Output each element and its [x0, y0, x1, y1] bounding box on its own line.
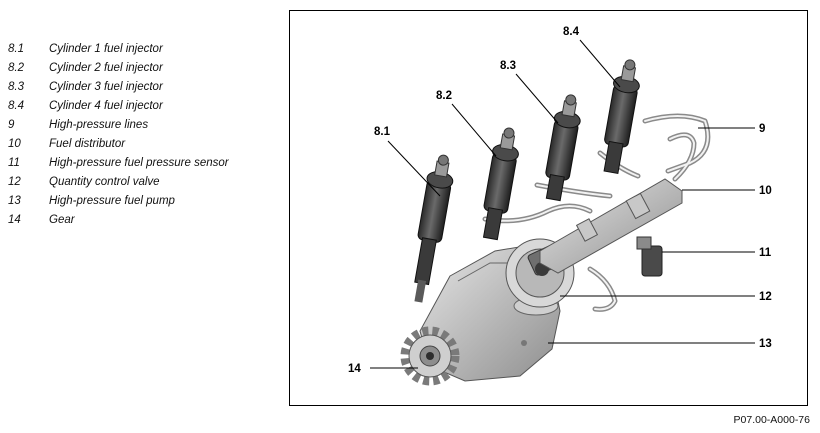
callout-8-3: 8.3	[500, 60, 516, 72]
legend-text: Fuel distributor	[49, 138, 126, 150]
legend-item: 12 Quantity control valve	[8, 173, 229, 192]
callout-10: 10	[759, 185, 772, 197]
injector-cylinder-4	[603, 59, 640, 175]
legend-text: High-pressure fuel pump	[49, 195, 175, 207]
legend-number: 13	[8, 195, 21, 207]
legend-item: 8.3 Cylinder 3 fuel injector	[8, 78, 229, 97]
legend-item: 14 Gear	[8, 211, 229, 230]
legend-number: 9	[8, 119, 15, 131]
injector-cylinder-2	[482, 127, 519, 241]
legend-text: Quantity control valve	[49, 176, 160, 188]
callout-13: 13	[759, 338, 772, 350]
legend-item: 10 Fuel distributor	[8, 135, 229, 154]
legend-item: 13 High-pressure fuel pump	[8, 192, 229, 211]
callout-8-4: 8.4	[563, 26, 580, 38]
injector-cylinder-1	[414, 154, 454, 303]
legend-text: Cylinder 1 fuel injector	[49, 43, 163, 55]
legend-text: Cylinder 3 fuel injector	[49, 81, 163, 93]
legend-text: High-pressure lines	[49, 119, 149, 131]
callout-12: 12	[759, 291, 772, 303]
legend-number: 12	[8, 176, 21, 188]
callout-14: 14	[348, 363, 361, 375]
legend-text: Cylinder 2 fuel injector	[49, 62, 163, 74]
callout-8-2: 8.2	[436, 90, 452, 102]
legend-number: 8.4	[8, 100, 24, 112]
fuel-system-illustration: 8.1 8.2 8.3 8.4 9 10 11 12 13 14	[348, 26, 772, 386]
legend-number: 14	[8, 214, 21, 226]
legend-item: 8.1 Cylinder 1 fuel injector	[8, 40, 229, 59]
legend-number: 10	[8, 138, 21, 150]
legend-item: 8.4 Cylinder 4 fuel injector	[8, 97, 229, 116]
legend-text: Gear	[49, 214, 75, 226]
fuel-distributor	[539, 178, 683, 274]
leader-lines	[370, 39, 755, 369]
legend-item: 9 High-pressure lines	[8, 116, 229, 135]
callout-8-1: 8.1	[374, 126, 391, 138]
legend-text: Cylinder 4 fuel injector	[49, 100, 163, 112]
legend-number: 8.2	[8, 62, 24, 74]
legend-item: 11 High-pressure fuel pressure sensor	[8, 154, 229, 173]
legend-text: High-pressure fuel pressure sensor	[49, 157, 229, 169]
injector-cylinder-3	[545, 94, 581, 202]
pressure-sensor	[636, 236, 663, 277]
gear	[400, 326, 460, 386]
callout-11: 11	[759, 247, 772, 259]
legend-number: 11	[8, 157, 20, 169]
legend-number: 8.1	[8, 43, 24, 55]
callout-9: 9	[759, 123, 765, 135]
figure-code: P07.00-A000-76	[733, 414, 810, 426]
figure-frame: 8.1 8.2 8.3 8.4 9 10 11 12 13 14	[289, 10, 808, 406]
legend-item: 8.2 Cylinder 2 fuel injector	[8, 59, 229, 78]
legend-number: 8.3	[8, 81, 24, 93]
